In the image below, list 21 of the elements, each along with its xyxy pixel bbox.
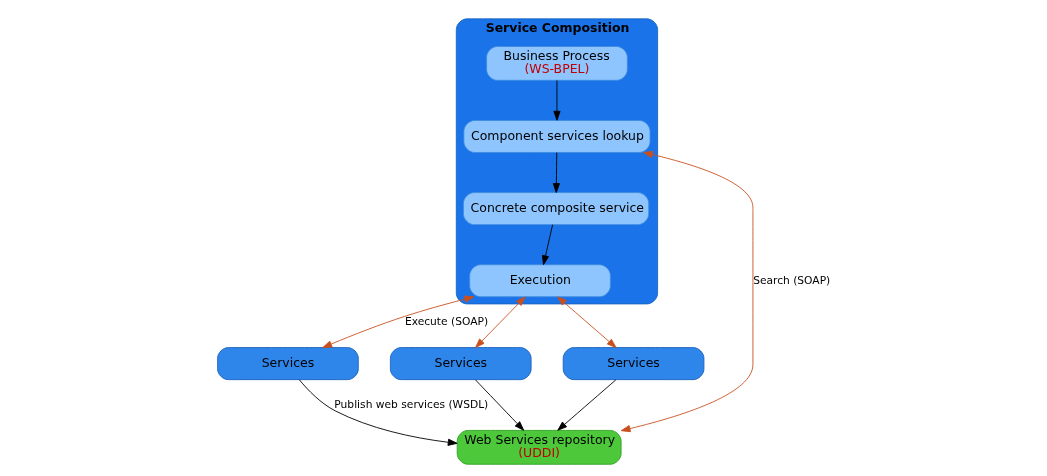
arrow bbox=[541, 224, 553, 266]
arrow bbox=[321, 295, 474, 348]
node-box: Concrete composite service bbox=[462, 192, 649, 226]
arrow bbox=[298, 379, 458, 446]
arrow bbox=[556, 296, 616, 348]
edge-label: Execute (SOAP) bbox=[404, 314, 488, 328]
arrow bbox=[552, 80, 561, 121]
node-box: Services bbox=[562, 347, 704, 381]
edge-label: Search (SOAP) bbox=[752, 273, 830, 287]
edge-label: Publish web services (WSDL) bbox=[333, 397, 488, 411]
arrow bbox=[556, 379, 616, 431]
node-box: Execution bbox=[468, 264, 611, 298]
node-box: Component services lookup bbox=[462, 119, 650, 153]
arrow bbox=[552, 152, 560, 193]
arrow bbox=[620, 151, 753, 433]
arrow bbox=[474, 296, 526, 348]
node-box: Services bbox=[389, 347, 532, 381]
node-box: Web Services repository (UDDI) bbox=[456, 429, 622, 465]
node-box: Business Process (WS-BPEL) bbox=[485, 46, 628, 81]
node-box: Services bbox=[216, 347, 359, 381]
arrow bbox=[474, 379, 524, 431]
